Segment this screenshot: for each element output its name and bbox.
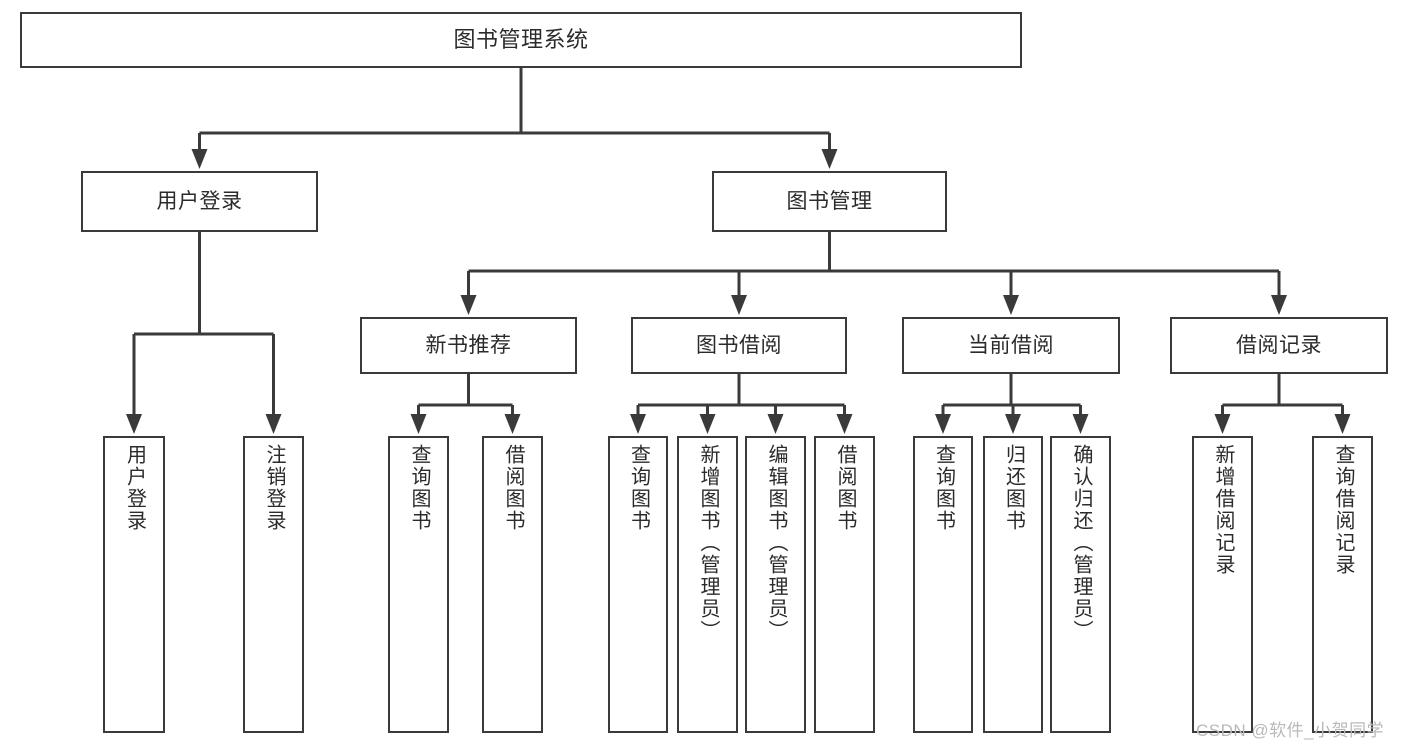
arrowhead: [1072, 414, 1089, 434]
node-l_cu_return[interactable]: 归还图书: [983, 436, 1043, 733]
node-l_rc_add[interactable]: 新增借阅记录: [1192, 436, 1253, 733]
node-label: 借阅图书: [502, 444, 524, 532]
node-label: 新书推荐: [425, 333, 512, 357]
arrowhead: [836, 414, 853, 434]
node-l_bk_add[interactable]: 新增图书（管理员）: [677, 436, 738, 733]
arrowhead: [767, 414, 784, 434]
node-root[interactable]: 图书管理系统: [20, 12, 1022, 68]
node-l_nb_query[interactable]: 查询图书: [388, 436, 449, 733]
node-current[interactable]: 当前借阅: [902, 317, 1120, 374]
arrowhead: [1334, 414, 1351, 434]
node-label: 借阅记录: [1236, 333, 1322, 357]
arrowhead: [410, 414, 427, 434]
node-label: 新增图书（管理员）: [697, 444, 719, 642]
node-label: 查询借阅记录: [1332, 444, 1354, 576]
node-l_bk_borrow[interactable]: 借阅图书: [814, 436, 875, 733]
arrowhead: [126, 414, 142, 434]
node-borrow[interactable]: 图书借阅: [631, 317, 847, 374]
arrowhead: [630, 414, 646, 434]
node-l_bk_query[interactable]: 查询图书: [608, 436, 668, 733]
arrowhead: [1005, 414, 1021, 434]
arrowhead: [731, 295, 747, 315]
node-l_cu_conf[interactable]: 确认归还（管理员）: [1050, 436, 1111, 733]
arrowhead: [191, 149, 208, 169]
node-label: 查询图书: [408, 444, 430, 532]
arrowhead: [699, 414, 716, 434]
arrowhead: [460, 295, 477, 315]
node-l_logout[interactable]: 注销登录: [243, 436, 304, 733]
node-label: 编辑图书（管理员）: [765, 444, 787, 642]
node-label: 当前借阅: [968, 333, 1054, 357]
watermark-text: CSDN @软件_小贺同学: [1196, 721, 1385, 740]
arrowhead: [821, 149, 838, 169]
node-label: 图书借阅: [696, 333, 782, 357]
arrowhead: [265, 414, 282, 434]
node-l_cu_query[interactable]: 查询图书: [913, 436, 973, 733]
node-bookmgmt[interactable]: 图书管理: [712, 171, 947, 232]
node-label: 图书管理: [786, 189, 873, 213]
node-label: 确认归还（管理员）: [1070, 444, 1092, 642]
node-label: 新增借阅记录: [1212, 444, 1234, 576]
node-label: 图书管理系统: [453, 26, 589, 52]
node-l_rc_query[interactable]: 查询借阅记录: [1312, 436, 1373, 733]
arrowhead: [1271, 295, 1287, 315]
arrowhead: [1214, 414, 1231, 434]
node-login[interactable]: 用户登录: [81, 171, 318, 232]
node-newbook[interactable]: 新书推荐: [360, 317, 577, 374]
arrowhead: [1003, 295, 1019, 315]
node-label: 查询图书: [932, 444, 955, 532]
node-records[interactable]: 借阅记录: [1170, 317, 1388, 374]
node-label: 借阅图书: [834, 444, 856, 532]
node-label: 注销登录: [263, 444, 285, 532]
node-l_login[interactable]: 用户登录: [103, 436, 165, 733]
node-label: 用户登录: [123, 444, 146, 532]
node-l_bk_edit[interactable]: 编辑图书（管理员）: [745, 436, 806, 733]
arrowhead: [935, 414, 951, 434]
node-label: 归还图书: [1002, 444, 1025, 532]
node-label: 用户登录: [156, 189, 243, 213]
node-label: 查询图书: [627, 444, 650, 532]
arrowhead: [504, 414, 521, 434]
node-l_nb_borrow[interactable]: 借阅图书: [482, 436, 543, 733]
